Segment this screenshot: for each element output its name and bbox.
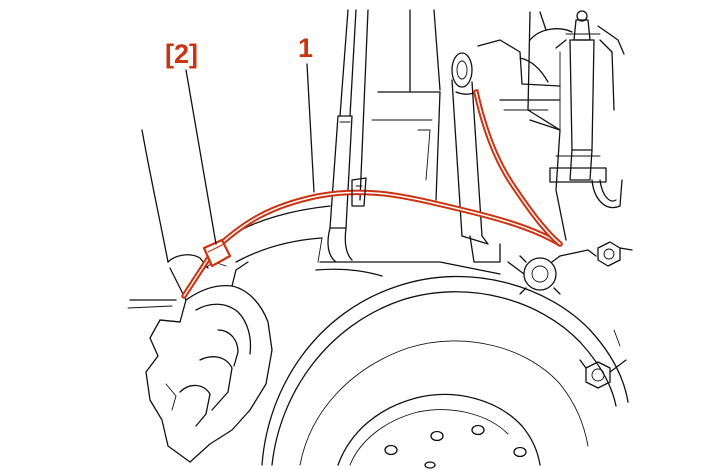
wheel-sensor-ring [507,255,561,295]
hub-nut-right [559,241,633,267]
shock-absorber [499,10,625,241]
callout-label-bracket: [2] [165,39,198,69]
brake-caliper [141,129,273,463]
brake-hose-highlight [181,89,563,299]
hub-bolt-lower [579,329,627,389]
hub-bolt-holes [384,424,527,469]
suspension-strut [359,9,441,201]
sensor-cable-tube [327,9,357,263]
hose-clip [351,177,367,207]
brake-disc [261,275,629,466]
callout-label-numeric: 1 [298,33,313,63]
leader-line-2 [185,69,217,245]
leader-line-1 [306,63,315,193]
